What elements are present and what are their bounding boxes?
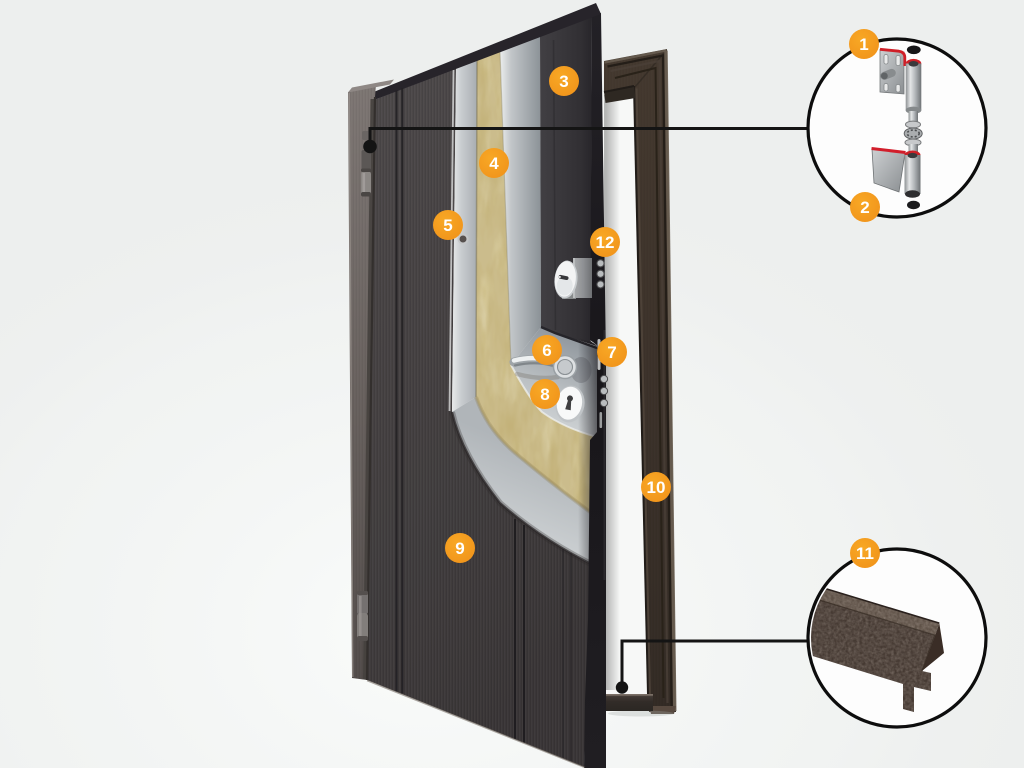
svg-text:10: 10 [647,478,666,497]
svg-text:8: 8 [540,385,549,404]
svg-text:7: 7 [607,343,616,362]
svg-text:11: 11 [856,544,874,563]
svg-text:12: 12 [596,233,615,252]
svg-text:5: 5 [443,216,452,235]
svg-text:9: 9 [455,539,464,558]
svg-text:4: 4 [489,154,499,173]
svg-text:1: 1 [859,35,868,54]
svg-text:6: 6 [542,341,551,360]
svg-text:2: 2 [860,198,869,217]
svg-text:3: 3 [559,72,568,91]
